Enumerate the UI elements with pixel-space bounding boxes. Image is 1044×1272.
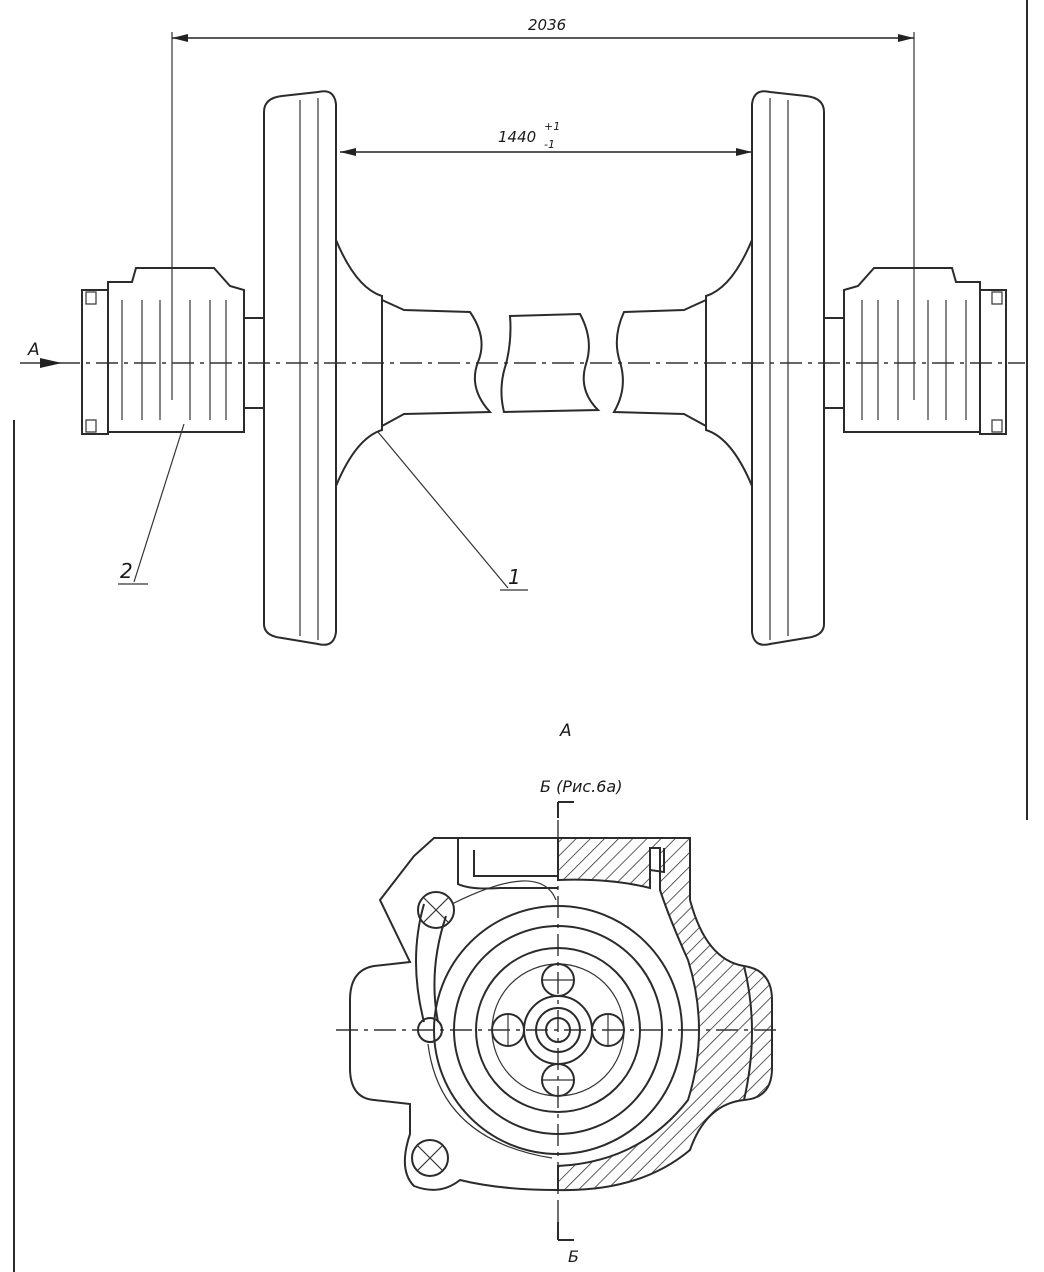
dimension-1440-tol-lower: -1: [544, 138, 555, 151]
right-wheel: [705, 90, 825, 646]
dimension-1440-tol-upper: +1: [544, 120, 560, 133]
callout-1: 1: [377, 431, 528, 591]
right-axle-box: [824, 267, 1007, 435]
bolt-top-left: [417, 891, 455, 929]
view-a-title: A: [559, 721, 572, 741]
dimension-track-gauge: 1440 +1 -1: [340, 120, 752, 156]
axle: [381, 299, 707, 427]
wheelset-view: 2036 1440 +1 -1 A: [20, 16, 1025, 646]
left-axle-box: [81, 267, 264, 435]
dimension-1440-label: 1440: [498, 128, 536, 146]
dimension-overall-width: 2036: [171, 16, 915, 400]
section-mark-a: A: [27, 340, 40, 360]
section-b-reference: Б (Рис.6а): [540, 777, 622, 796]
callout-1-label: 1: [508, 565, 521, 589]
bolt-bottom-left: [411, 1139, 449, 1177]
section-b-bottom-label: Б: [568, 1247, 579, 1266]
callout-2-label: 2: [120, 559, 133, 583]
dimension-2036-label: 2036: [528, 16, 566, 34]
left-wheel: [263, 90, 383, 646]
callout-2: 2: [118, 423, 185, 585]
view-a-axle-box: A Б (Рис.6а) Б: [336, 721, 782, 1266]
